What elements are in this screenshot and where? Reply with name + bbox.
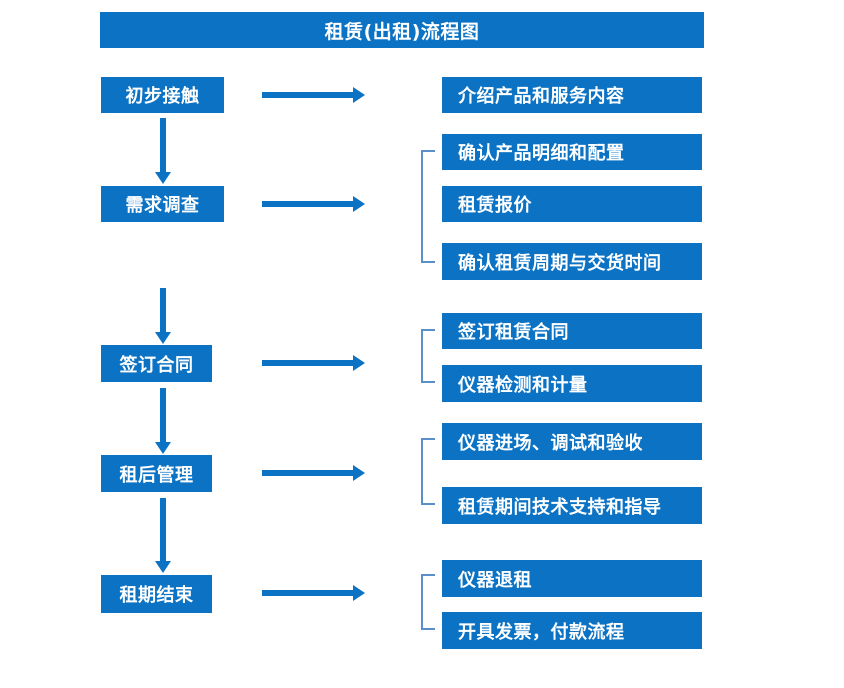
right-arrow-icon-stage4 bbox=[262, 465, 365, 481]
detail-box-introduce-products[interactable]: 介绍产品和服务内容 bbox=[442, 77, 702, 113]
right-arrow-icon-stage3 bbox=[262, 355, 365, 371]
bracket-icon-group-post-lease bbox=[421, 438, 435, 505]
down-arrow-icon-stage1-stage2 bbox=[155, 118, 171, 184]
stage-box-post-lease-management[interactable]: 租后管理 bbox=[101, 455, 212, 492]
right-arrow-icon-stage1 bbox=[262, 87, 365, 103]
bracket-icon-group-lease-end bbox=[421, 574, 435, 630]
detail-box-instrument-entry-commissioning[interactable]: 仪器进场、调试和验收 bbox=[442, 423, 702, 460]
stage-box-needs-survey[interactable]: 需求调查 bbox=[101, 186, 224, 222]
detail-box-lease-quotation[interactable]: 租赁报价 bbox=[442, 186, 702, 222]
detail-box-instrument-inspection[interactable]: 仪器检测和计量 bbox=[442, 365, 702, 402]
down-arrow-icon-stage3-stage4 bbox=[155, 388, 171, 454]
right-arrow-icon-stage5 bbox=[262, 585, 365, 601]
stage-box-initial-contact[interactable]: 初步接触 bbox=[101, 77, 224, 113]
detail-box-instrument-return[interactable]: 仪器退租 bbox=[442, 560, 702, 597]
detail-box-sign-lease-contract[interactable]: 签订租赁合同 bbox=[442, 313, 702, 349]
detail-box-invoice-payment[interactable]: 开具发票，付款流程 bbox=[442, 612, 702, 649]
right-arrow-icon-stage2 bbox=[262, 196, 365, 212]
page-title: 租赁(出租)流程图 bbox=[100, 12, 704, 48]
detail-box-technical-support[interactable]: 租赁期间技术支持和指导 bbox=[442, 487, 702, 524]
detail-box-confirm-lease-period[interactable]: 确认租赁周期与交货时间 bbox=[442, 243, 702, 280]
down-arrow-icon-stage2-stage3 bbox=[155, 288, 171, 344]
detail-box-confirm-product-details[interactable]: 确认产品明细和配置 bbox=[442, 134, 702, 170]
down-arrow-icon-stage4-stage5 bbox=[155, 498, 171, 573]
bracket-icon-group-sign-contract bbox=[421, 329, 435, 383]
stage-box-sign-contract[interactable]: 签订合同 bbox=[101, 345, 212, 382]
bracket-icon-group-needs-survey bbox=[421, 150, 435, 263]
stage-box-lease-end[interactable]: 租期结束 bbox=[101, 575, 212, 613]
